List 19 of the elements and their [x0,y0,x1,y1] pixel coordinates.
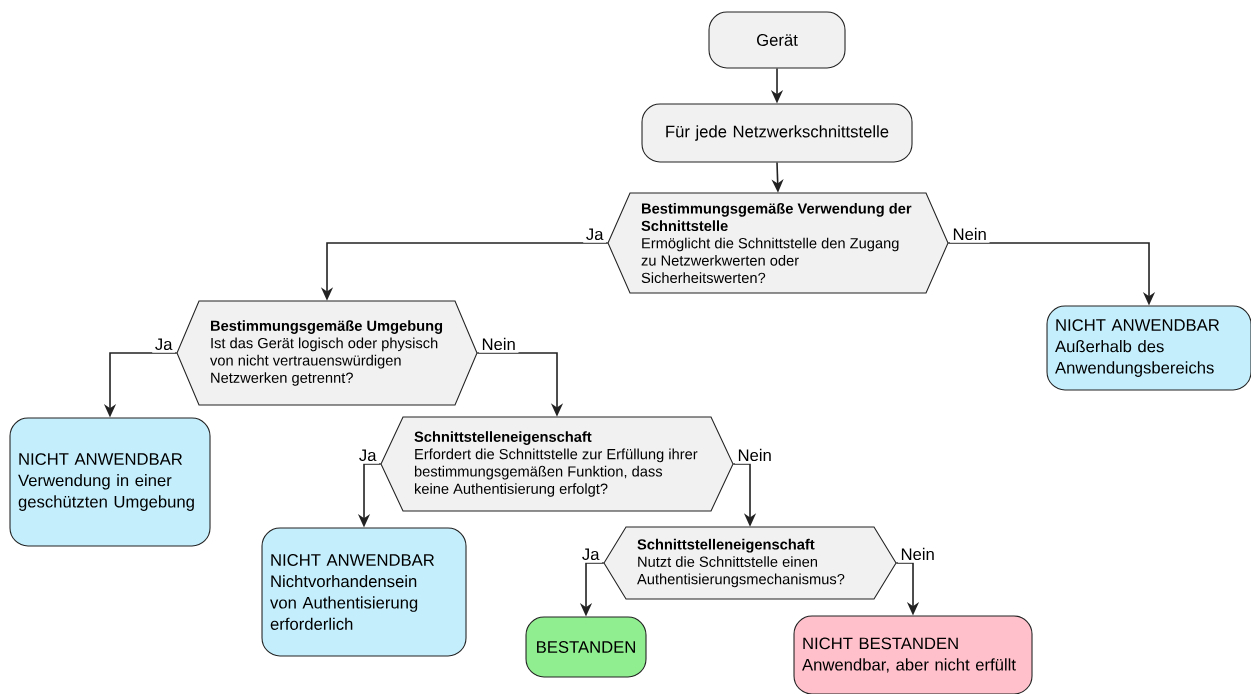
pass-box: BESTANDEN [525,616,647,678]
edge-label: Ja [356,446,380,464]
edge-label: Nein [949,225,990,243]
result-box: NICHT ANWENDBAR Außerhalb des Anwendungsbereichs [1046,305,1251,391]
edge-label: Ja [152,335,176,353]
edge-label: Nein [734,446,775,464]
edge-label: Nein [478,335,519,353]
decision-hexagon: Schnittstelleneigenschaft Nutzt die Schnittstelle einen Authentisierungsmechanismus? [603,526,897,600]
decision-hexagon: Bestimmungsgemäße Verwendung der Schnittstelle Ermöglicht die Schnittstelle den Zugang zu Netzwerkwerten oder Sicherheitswerten? [607,192,949,294]
result-box: NICHT ANWENDBAR Nichtvorhandensein von Authentisierung erforderlich [261,527,467,657]
edge-label: Nein [897,545,938,563]
edge-label: Ja [579,545,603,563]
edge-label: Ja [583,225,607,243]
decision-hexagon: Schnittstelleneigenschaft Erfordert die Schnittstelle zur Erfüllung ihrer bestimmungsgemäßen Funktion, dass keine Authentisierung erfolgt? [380,416,734,512]
decision-hexagon: Bestimmungsgemäße Umgebung Ist das Gerät logisch oder physisch von nicht vertrauenswürdigen Netzwerken getrennt? [176,300,478,406]
process-box: Für jede Netzwerkschnittstelle [641,103,913,163]
result-box: NICHT ANWENDBAR Verwendung in einer geschützten Umgebung [9,417,211,547]
fail-box: NICHT BESTANDEN Anwendbar, aber nicht erfüllt [793,615,1033,694]
process-box: Gerät [708,11,846,69]
